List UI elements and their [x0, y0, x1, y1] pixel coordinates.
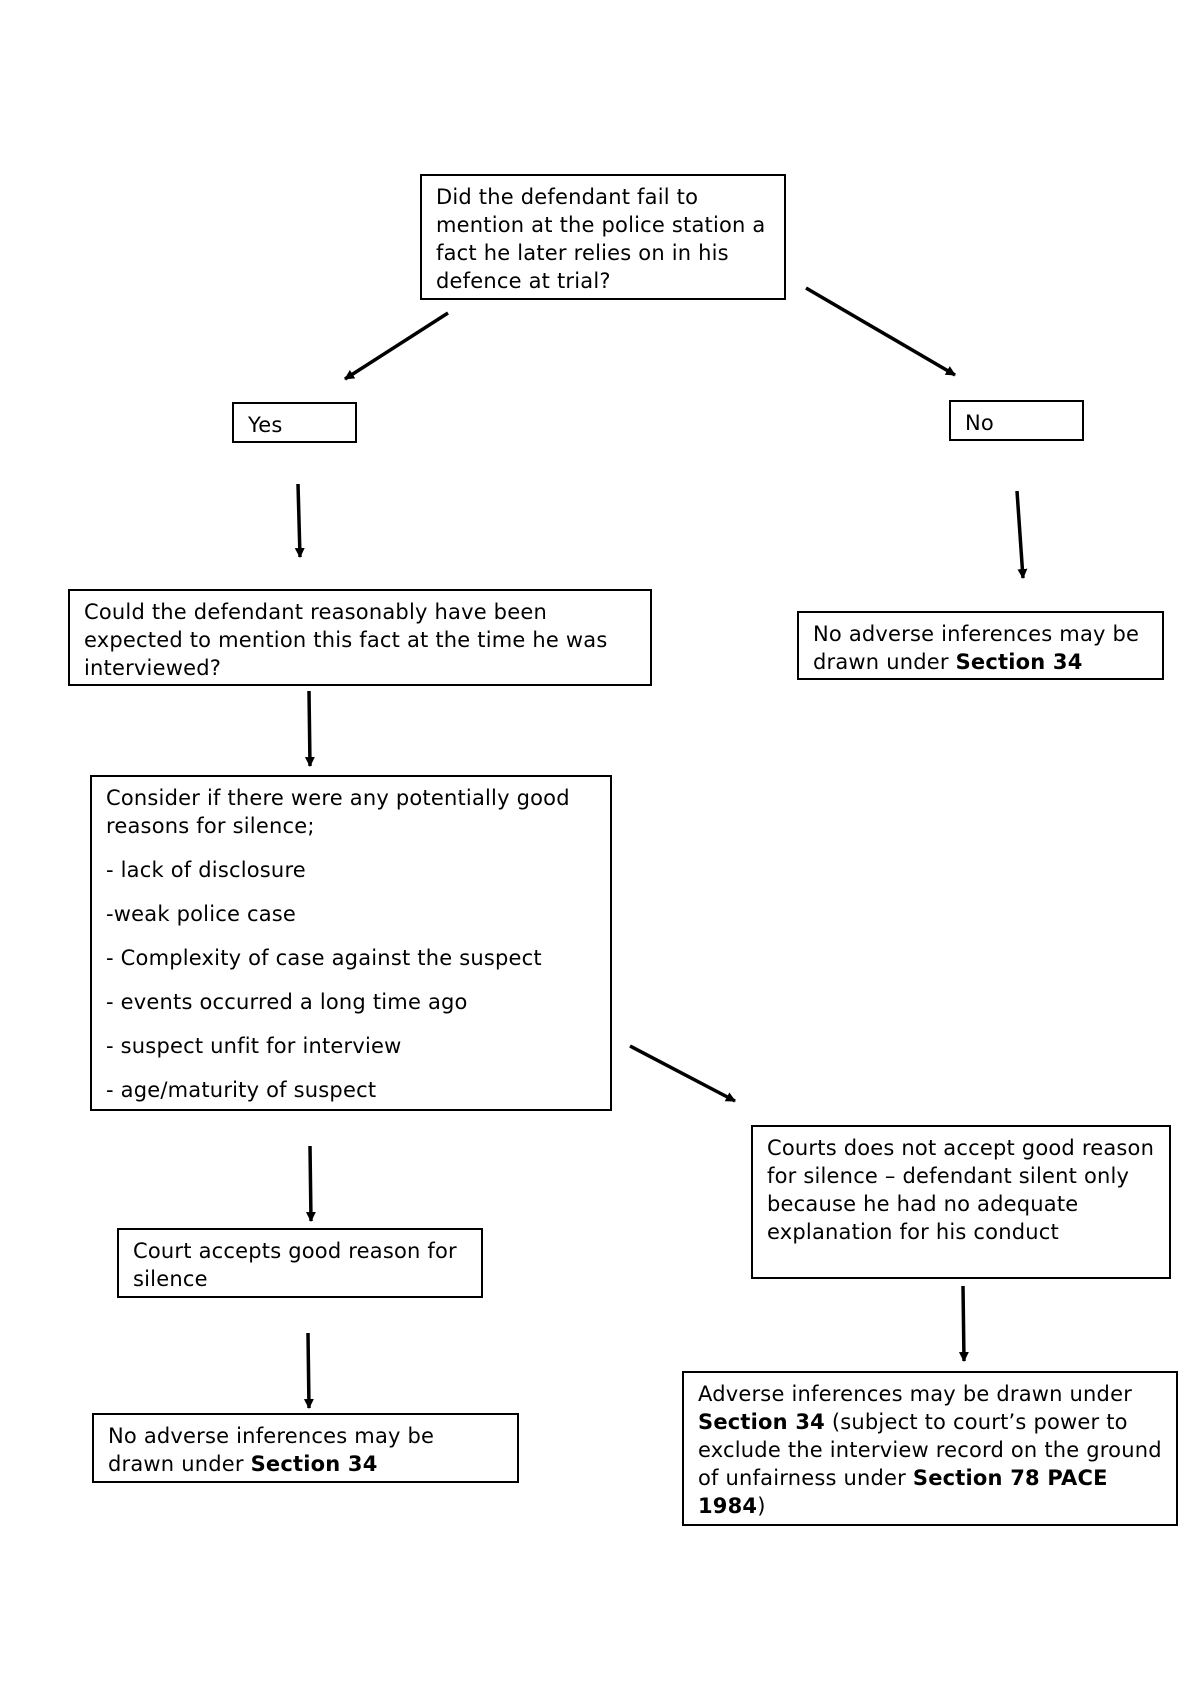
- reason-item: - age/maturity of suspect: [106, 1078, 377, 1102]
- no-box: No: [949, 400, 1084, 441]
- accepts-result-box: No adverse inferences may be drawn under…: [92, 1413, 519, 1483]
- reason-item: - suspect unfit for interview: [106, 1034, 402, 1058]
- yes-label: Yes: [248, 413, 283, 437]
- section-34-ref: Section 34: [250, 1452, 378, 1476]
- arrow-consider-to-not-accept: [629, 1044, 736, 1103]
- accepts-box: Court accepts good reason for silence: [117, 1228, 483, 1298]
- arrow-question-to-yes: [344, 311, 449, 381]
- arrow-yes-down: [294, 483, 305, 558]
- question-box: Did the defendant fail to mention at the…: [420, 174, 786, 300]
- arrow-not-accept-down: [958, 1285, 969, 1362]
- section-34-ref: Section 34: [955, 650, 1083, 674]
- section-34-ref: Section 34: [698, 1410, 825, 1434]
- consider-box: Consider if there were any potentially g…: [90, 775, 612, 1111]
- reasonable-box: Could the defendant reasonably have been…: [68, 589, 652, 686]
- no-label: No: [965, 411, 994, 435]
- yes-box: Yes: [232, 402, 357, 443]
- reason-item: - lack of disclosure: [106, 858, 306, 882]
- not-accept-box: Courts does not accept good reason for s…: [751, 1125, 1171, 1279]
- not-accept-text: Courts does not accept good reason for s…: [767, 1136, 1155, 1244]
- reason-item: - events occurred a long time ago: [106, 990, 468, 1014]
- accepts-result-text: No adverse inferences may be drawn under…: [108, 1424, 435, 1476]
- arrow-question-to-no: [805, 286, 956, 377]
- adverse-box: Adverse inferences may be drawn under Se…: [682, 1371, 1178, 1526]
- no-result-box: No adverse inferences may be drawn under…: [797, 611, 1164, 680]
- reasonable-text: Could the defendant reasonably have been…: [84, 600, 608, 680]
- arrow-consider-to-accepts: [305, 1145, 316, 1222]
- adverse-text: Adverse inferences may be drawn under Se…: [698, 1382, 1162, 1518]
- reason-item: -weak police case: [106, 902, 297, 926]
- arrow-accepts-down: [303, 1332, 314, 1409]
- reason-item: - Complexity of case against the suspect: [106, 946, 542, 970]
- question-text: Did the defendant fail to mention at the…: [436, 185, 766, 293]
- no-result-text: No adverse inferences may be drawn under…: [813, 622, 1140, 674]
- section-78-ref: Section 78 PACE 1984: [698, 1466, 1108, 1518]
- consider-intro: Consider if there were any potentially g…: [106, 786, 570, 838]
- arrow-reasonable-down: [304, 690, 315, 767]
- accepts-text: Court accepts good reason for silence: [133, 1239, 457, 1291]
- arrow-no-down: [1015, 490, 1028, 579]
